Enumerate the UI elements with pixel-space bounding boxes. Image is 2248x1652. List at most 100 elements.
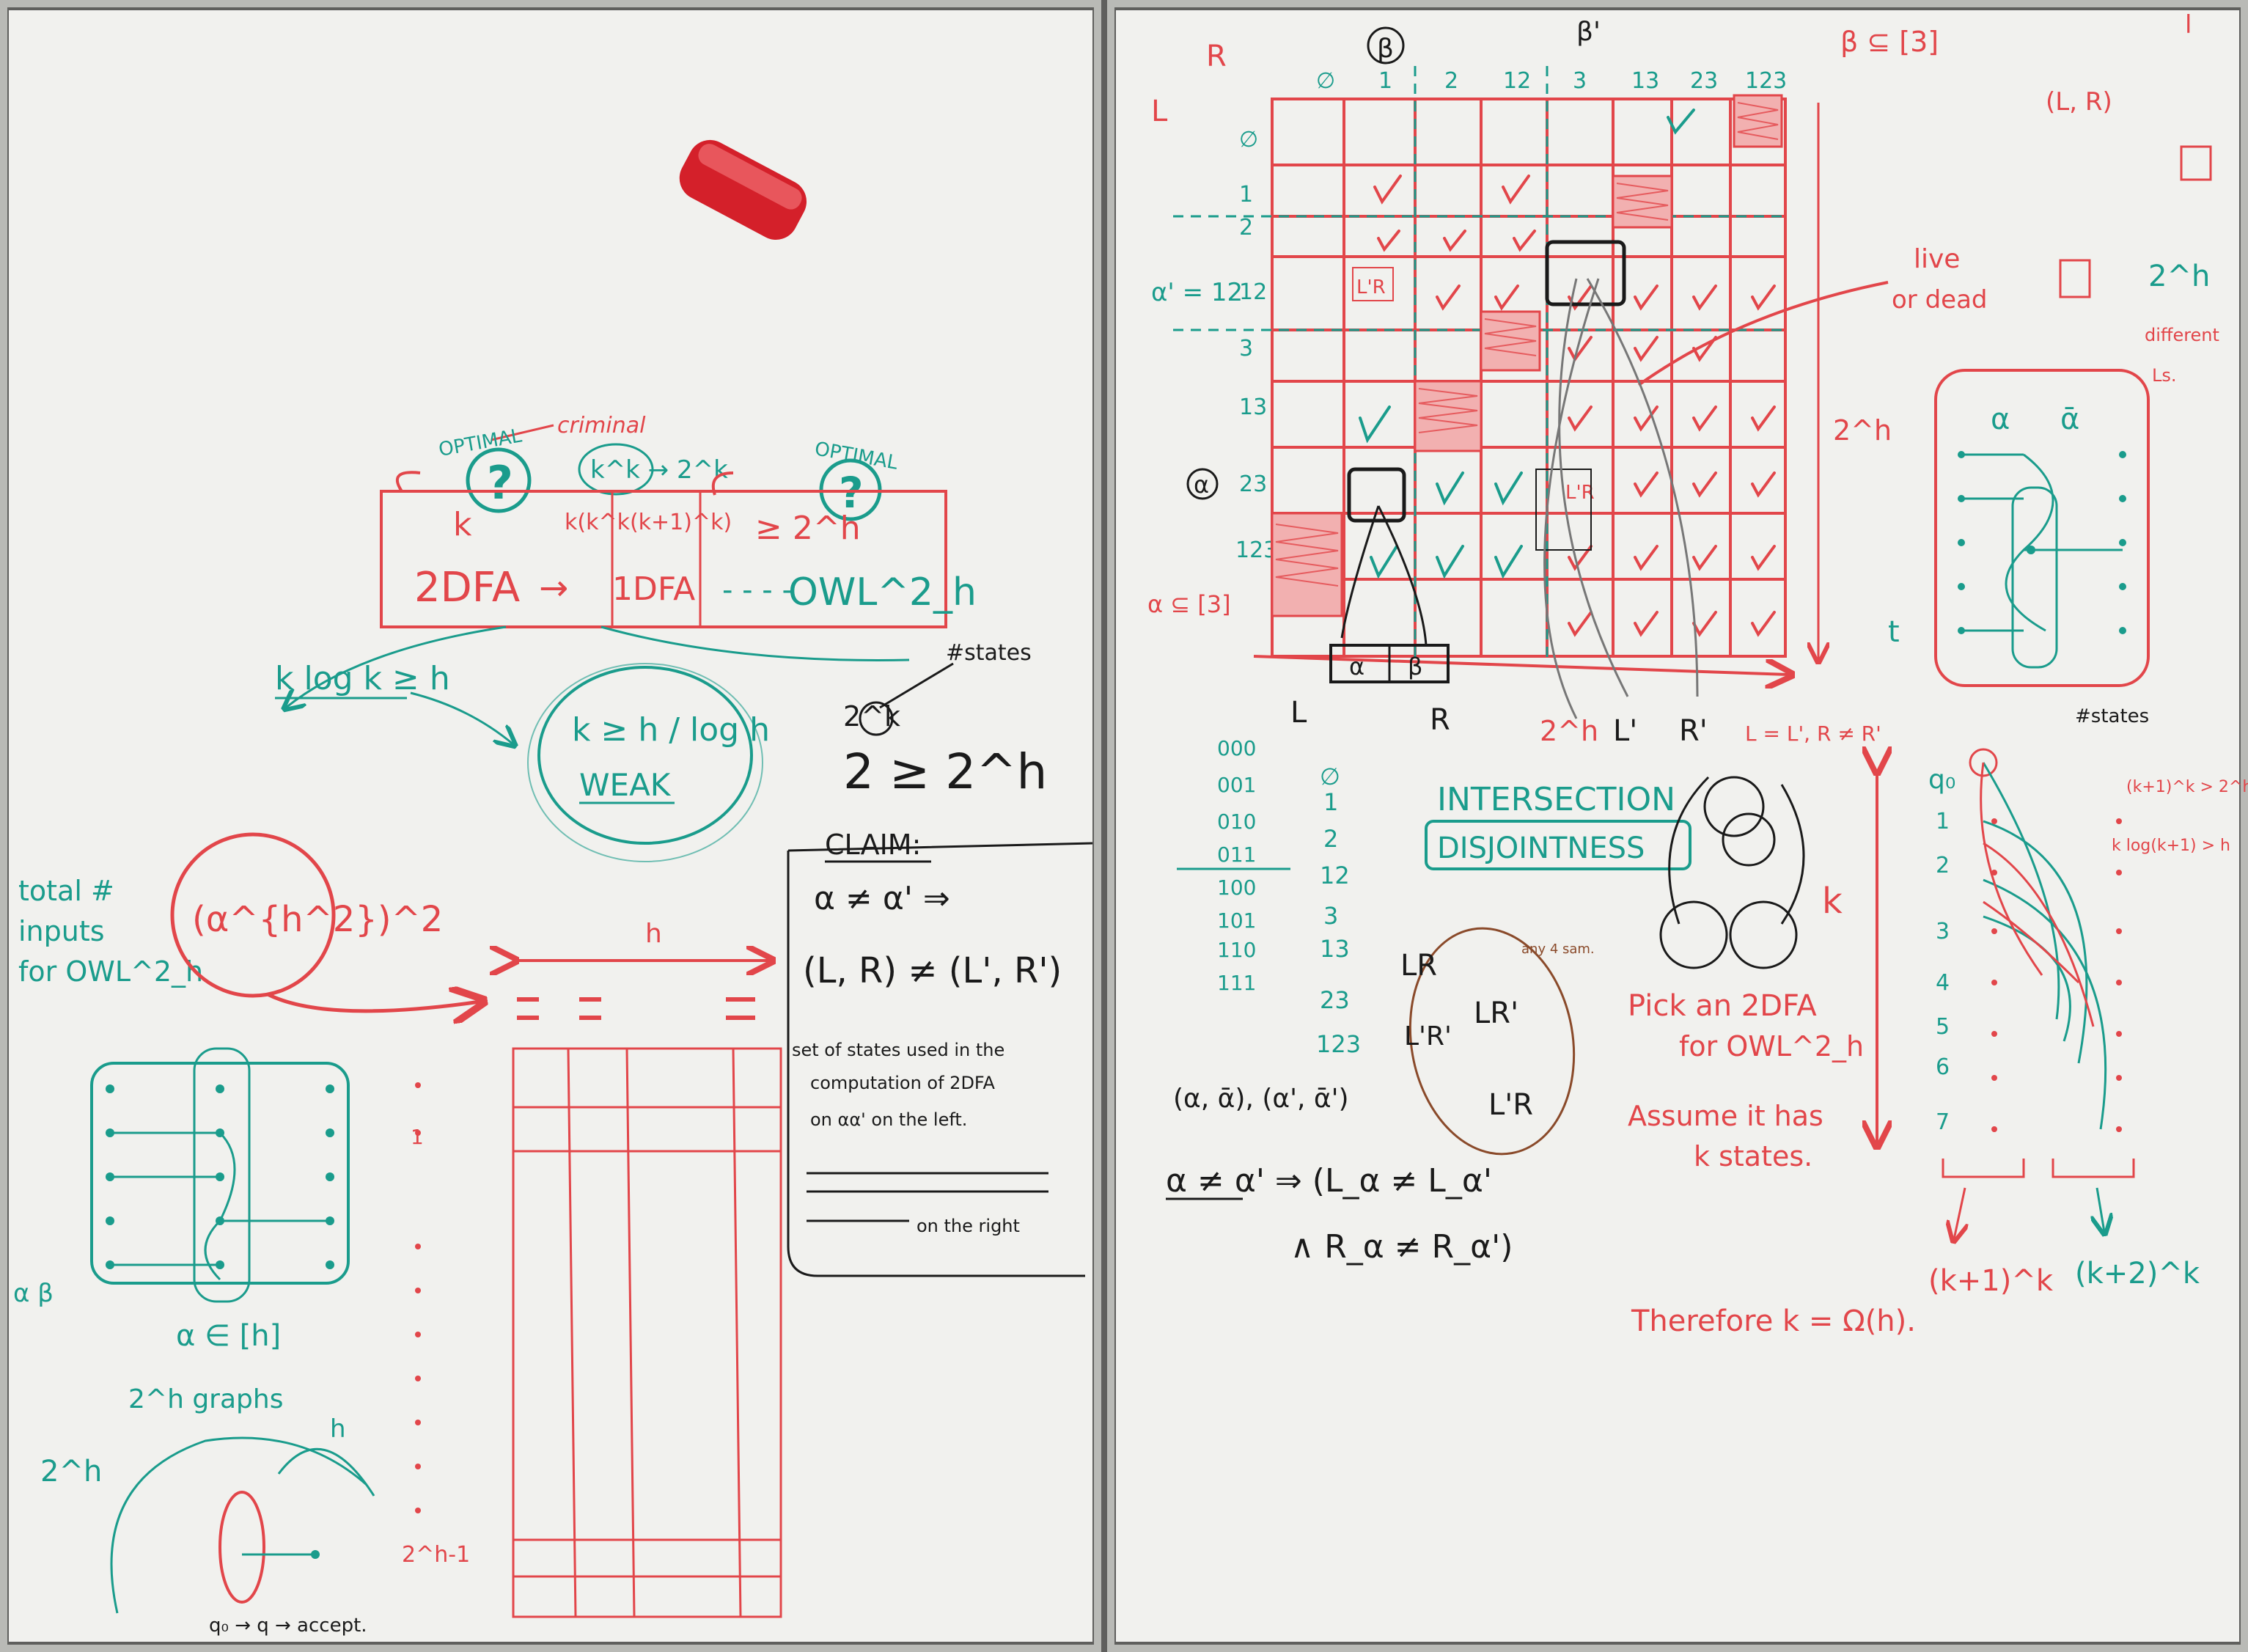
r-prime: R' xyxy=(1679,714,1708,748)
alpha-prime-eq: α' = 12 xyxy=(1151,278,1243,307)
red-dot-column xyxy=(1991,818,2122,1132)
corner-2h: 2^h xyxy=(2148,260,2210,293)
whiteboard-text: 123 xyxy=(1316,1030,1361,1058)
k-big: k xyxy=(1822,881,1843,922)
impl-line-2: ∧ R_α ≠ R_α') xyxy=(1290,1228,1513,1266)
claim-line-2: (L, R) ≠ (L', R') xyxy=(803,950,1062,991)
whiteboard-text: 23 xyxy=(1690,68,1718,94)
top-note: criminal xyxy=(557,413,646,438)
whiteboard-text: L'R xyxy=(1565,482,1595,504)
h-label: h xyxy=(645,919,662,949)
whiteboard-text: 12 xyxy=(1503,68,1531,94)
h-small: h xyxy=(330,1414,346,1444)
alpha-sq-circle xyxy=(170,832,336,998)
box-alpha-bar: ᾱ xyxy=(2060,403,2079,436)
l-label: L xyxy=(1151,95,1168,128)
highlighted-cell-bottom xyxy=(1347,467,1406,523)
whiteboard-text: ∅ xyxy=(1316,68,1335,94)
red-loop xyxy=(218,1491,265,1604)
question-mark-a: ? xyxy=(487,456,513,510)
kk-circle xyxy=(578,443,654,496)
beta-prime-label: β' xyxy=(1576,17,1601,47)
whiteboard-text: 3 xyxy=(1239,336,1253,361)
binary-labels: ∅ 1 2 12 3 13 23 123 xyxy=(1316,763,1361,1058)
state-graph-box xyxy=(1934,369,2150,687)
two-h-side: 2^h xyxy=(1833,414,1892,447)
column-headers: ∅ 1 2 12 3 13 23 123 xyxy=(1316,68,1787,94)
whiteboard-text: ∅ xyxy=(1239,127,1258,153)
whiteboard-text: 3 xyxy=(1573,68,1587,94)
binary-list: 000 001 010 011 100 101 110 111 xyxy=(1217,736,1256,995)
dfa-dots: - - - - xyxy=(722,573,793,607)
whiteboard-text: 123 xyxy=(1745,68,1787,94)
pick-line-1: Pick an 2DFA xyxy=(1628,989,1817,1023)
cell-lr-labels: L'R L'R xyxy=(1356,276,1595,504)
any4-label: any 4 sam. xyxy=(1521,941,1595,957)
k-plus-1: (k+1)^k xyxy=(1928,1264,2054,1298)
whiteboard-text: 001 xyxy=(1217,773,1256,797)
weak-label: WEAK xyxy=(579,767,672,803)
left-board-frame xyxy=(0,0,1101,1652)
inner-box xyxy=(611,490,702,628)
table-row-dots xyxy=(415,1082,421,1513)
kk-formula: k(k^k(k+1)^k) xyxy=(565,510,732,535)
therefore-line: Therefore k = Ω(h). xyxy=(1631,1304,1916,1338)
whiteboard-text: 4 xyxy=(1936,970,1950,996)
alpha-beta-side: α β xyxy=(13,1279,54,1308)
row-top-label: 1 xyxy=(411,1125,424,1149)
klog-1: k log(k+1) > h xyxy=(2112,837,2230,855)
weak-circle xyxy=(537,666,753,845)
klog-2: (k+1)^k > 2^h xyxy=(2126,778,2248,796)
strike-line xyxy=(491,424,554,441)
whiteboard-text: 1 xyxy=(1239,182,1253,208)
left-whiteboard xyxy=(9,10,1092,1642)
k-top: k xyxy=(453,506,472,543)
venn-bubbles xyxy=(1659,776,1805,969)
whiteboard-text: 101 xyxy=(1217,908,1256,933)
red-table xyxy=(512,1047,782,1618)
two-h-left: 2^h xyxy=(40,1455,102,1488)
whiteboard-text: 23 xyxy=(1320,986,1350,1014)
q-line: q₀ → q → accept. xyxy=(209,1615,367,1637)
graphs-label: 2^h graphs xyxy=(128,1384,283,1414)
row-headers: ∅ 1 2 12 3 13 23 123 xyxy=(1235,127,1277,563)
ge-2h: ≥ 2^h xyxy=(755,510,861,547)
alpha-circled: α xyxy=(1194,471,1209,499)
dfa-left: 2DFA xyxy=(414,564,520,612)
dead-label: or dead xyxy=(1892,285,1988,315)
graph-box xyxy=(90,1062,350,1285)
whiteboard-text: 13 xyxy=(1631,68,1659,94)
whiteboard-text: 1 xyxy=(1323,788,1338,816)
claim-title: CLAIM: xyxy=(825,829,921,861)
diagonal-hatched-cells xyxy=(1271,94,1783,617)
whiteboard-text: 3 xyxy=(1323,902,1338,930)
k-plus-2: (k+2)^k xyxy=(2075,1257,2200,1291)
check-marks xyxy=(1373,175,1776,637)
owl-label: OWL^2_h xyxy=(788,570,977,614)
whiteboard-text: 100 xyxy=(1217,875,1256,900)
whiteboard-text: 110 xyxy=(1217,938,1256,962)
alpha-in-h: α ∈ [h] xyxy=(176,1319,281,1353)
box-alpha: α xyxy=(1991,403,2010,436)
whiteboard-text: 2 xyxy=(1239,215,1253,241)
mini-l: L xyxy=(1290,696,1307,730)
pick-line-2: for OWL^2_h xyxy=(1679,1030,1864,1062)
row-bottom-label: 2^h-1 xyxy=(402,1542,470,1568)
alpha-sq: (α^{h^2})^2 xyxy=(192,899,443,940)
red-grid xyxy=(1271,98,1787,658)
claim-line-5: on αα' on the left. xyxy=(810,1109,967,1130)
whiteboard-text: 12 xyxy=(1239,279,1267,305)
claim-line-1: α ≠ α' ⇒ xyxy=(814,880,950,917)
impl-line-1: α ≠ α' ⇒ (L_α ≠ L_α' xyxy=(1166,1162,1492,1200)
two-k: 2^k xyxy=(843,700,900,733)
claim-line-4: computation of 2DFA xyxy=(810,1073,996,1093)
column-dots xyxy=(517,997,755,1020)
dfa-arrow: → xyxy=(539,568,568,609)
claim-line-6: on the right xyxy=(917,1216,1020,1236)
states-right: #states xyxy=(2075,705,2149,727)
total-label: total # xyxy=(18,875,114,907)
intersection-label: INTERSECTION xyxy=(1437,781,1675,818)
k-ge-h: k ≥ h / log h xyxy=(572,711,770,749)
lr-d: L'R xyxy=(1488,1088,1533,1122)
whiteboard-text: 3 xyxy=(1936,919,1950,944)
